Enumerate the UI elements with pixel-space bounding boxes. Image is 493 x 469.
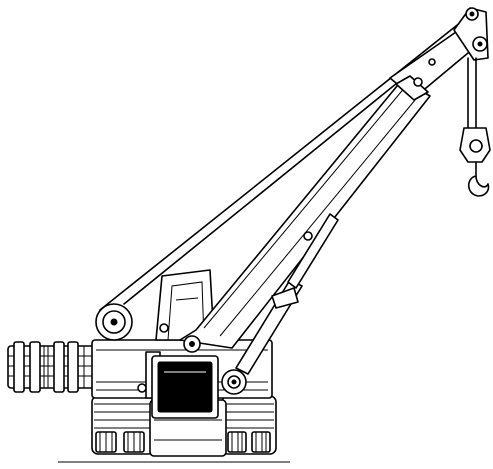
boom-tip-head	[453, 7, 489, 61]
hoist-hook	[459, 57, 491, 197]
cylinder-base-pivot	[221, 369, 247, 395]
luffing-cylinder	[235, 213, 339, 375]
operator-cab	[151, 355, 219, 419]
crawler-track-right	[221, 395, 277, 455]
telescopic-boom	[179, 31, 475, 349]
boom-foot-sheave	[95, 303, 133, 341]
crawler-track-left	[91, 395, 155, 455]
house-detail-rivet	[137, 383, 147, 393]
counterweight-stack	[7, 341, 95, 393]
